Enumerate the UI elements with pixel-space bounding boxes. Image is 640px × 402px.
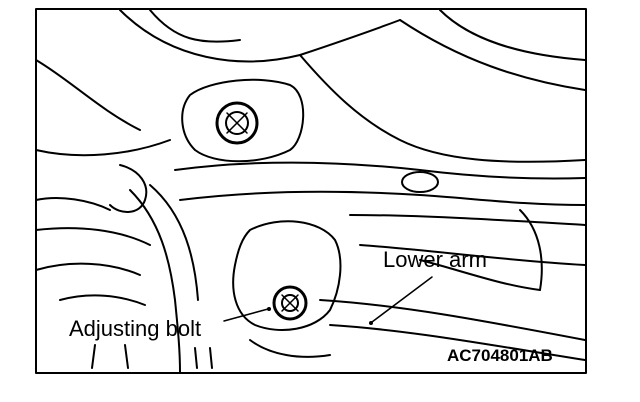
upper-bolt [215,101,259,145]
figure-frame [35,8,587,374]
upper-body-outline [119,9,401,63]
adjusting-bolt-leader [223,308,269,322]
crossmember [174,161,586,180]
lower-arm-label: Lower arm [383,247,487,272]
lower-arm [232,220,342,331]
figure-code: AC704801AB [447,346,553,365]
adjusting-bolt-label: Adjusting bolt [69,316,202,341]
lower-arm-leader [371,276,433,323]
upper-bracket [181,78,305,163]
adjusting-bolt [272,285,308,321]
